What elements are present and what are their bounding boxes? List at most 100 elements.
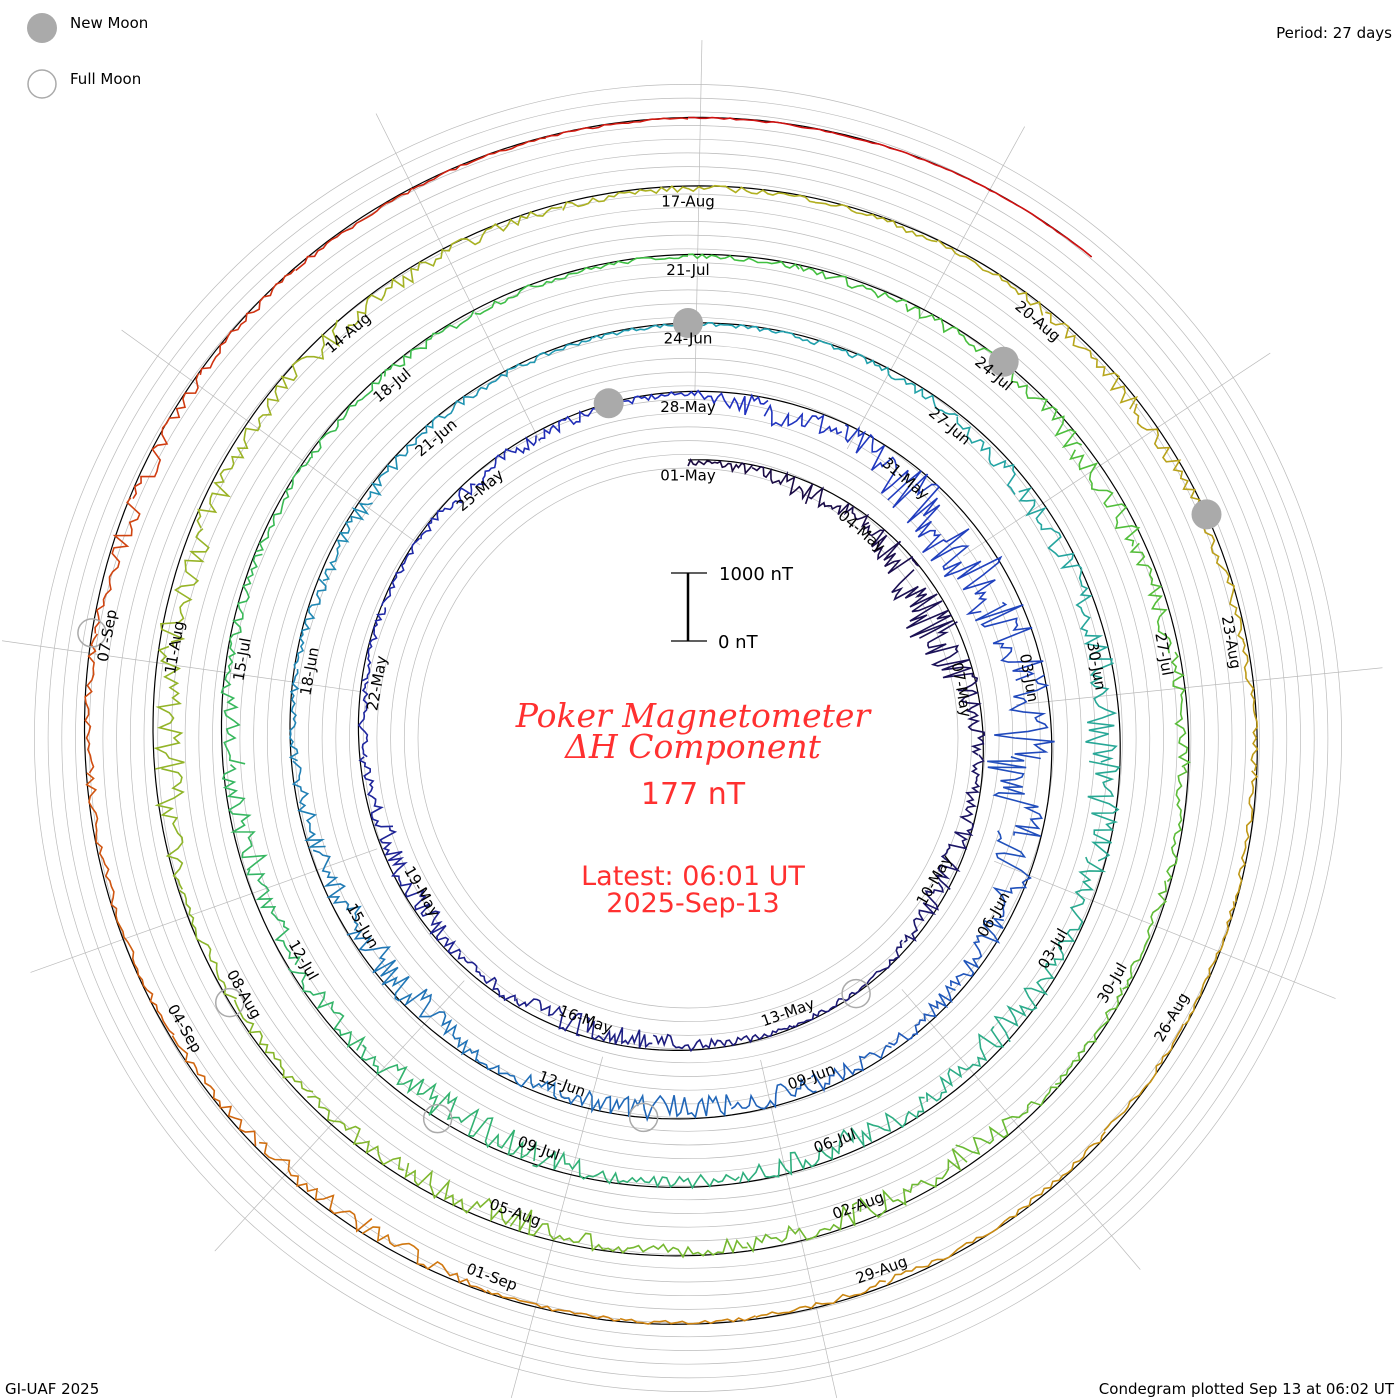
date-label: 29-Aug — [853, 1252, 909, 1287]
data-trace-day — [855, 939, 903, 994]
grid-spoke — [994, 860, 1336, 999]
data-trace-day — [476, 435, 537, 487]
data-trace-day — [903, 881, 944, 943]
title-line1: Poker Magnetometer — [515, 696, 873, 735]
grid-spoke — [901, 989, 1141, 1270]
grid-spoke — [510, 1056, 603, 1399]
date-label: 15-Jul — [229, 636, 254, 682]
grid-spoke — [1016, 667, 1383, 706]
data-trace-day — [259, 1141, 373, 1233]
data-trace-day — [957, 689, 986, 756]
data-trace-day — [1054, 987, 1123, 1086]
data-trace-day — [755, 1280, 886, 1318]
data-trace-day — [312, 849, 362, 931]
data-trace-day — [220, 656, 246, 765]
data-trace-day — [293, 578, 327, 669]
data-trace-day — [751, 465, 814, 505]
data-trace-day — [968, 178, 1093, 258]
data-trace-day — [687, 184, 816, 204]
data-trace-day — [586, 1016, 653, 1049]
full-moon-marker — [422, 1103, 453, 1134]
data-trace-day — [255, 456, 312, 553]
data-trace-day — [307, 1095, 404, 1171]
data-trace-day — [1122, 880, 1167, 990]
grid-ring — [390, 440, 986, 1036]
grid-ring — [47, 97, 1329, 1379]
data-trace-day — [974, 601, 1044, 681]
grid-ring — [321, 371, 1055, 1105]
data-trace-day — [291, 760, 326, 848]
data-trace-day — [592, 322, 689, 340]
data-trace-day — [784, 331, 876, 366]
data-trace-day — [992, 830, 1032, 919]
data-trace-day — [687, 458, 754, 476]
data-trace-day — [987, 756, 1043, 837]
full-moon-marker — [77, 618, 107, 648]
data-trace-day — [730, 1077, 817, 1110]
data-trace-day — [322, 502, 373, 582]
data-trace-day — [831, 131, 970, 180]
data-trace-day — [258, 319, 341, 420]
data-trace-day — [154, 767, 185, 890]
new-moon-marker — [988, 346, 1019, 377]
data-trace-day — [652, 1033, 725, 1053]
data-trace-day — [687, 253, 800, 270]
date-label: 01-May — [660, 467, 716, 485]
grid-ring — [198, 248, 1178, 1228]
data-trace-day — [723, 1024, 794, 1048]
data-trace-day — [515, 998, 583, 1037]
data-trace-day — [739, 1145, 840, 1183]
data-trace-day — [361, 1226, 487, 1293]
data-trace-day — [862, 524, 920, 575]
date-label: 24-Jun — [664, 330, 713, 348]
data-trace-day — [199, 268, 296, 376]
data-trace-day — [287, 968, 366, 1051]
grid-spoke — [846, 126, 1025, 450]
data-trace-day — [937, 239, 1044, 316]
grid-spokes — [1, 40, 1383, 1399]
data-trace-day — [763, 403, 843, 435]
grid-ring — [75, 125, 1301, 1351]
data-trace-day — [859, 1148, 968, 1219]
data-trace-day — [532, 1150, 637, 1185]
date-label: 06-Jun — [974, 889, 1014, 940]
data-trace-day — [905, 303, 1001, 368]
data-trace-day — [357, 680, 369, 758]
new-moon-marker — [593, 388, 624, 419]
data-trace-day — [1198, 516, 1245, 641]
date-label: 25-May — [453, 465, 507, 515]
data-trace-day — [1069, 449, 1141, 547]
data-trace-day — [799, 265, 908, 303]
data-trace-day — [362, 607, 387, 682]
grid-ring — [171, 221, 1205, 1255]
data-trace-day — [628, 1237, 748, 1259]
date-label: 12-Jul — [285, 937, 322, 984]
data-trace-day — [687, 389, 769, 416]
data-trace-day — [887, 469, 969, 554]
data-trace-day — [956, 416, 1017, 495]
date-label: 03-Jul — [1034, 925, 1071, 972]
date-label: 27-Jul — [1151, 631, 1176, 677]
data-trace-day — [346, 929, 413, 1005]
grid-ring — [116, 166, 1260, 1310]
footer-timestamp: Condegram plotted Sep 13 at 06:02 UT — [1098, 1380, 1394, 1398]
latest-date: 2025-Sep-13 — [606, 888, 779, 919]
data-trace-day — [930, 528, 1003, 616]
grid-ring — [403, 453, 973, 1023]
data-trace-day — [443, 206, 563, 252]
grid-spoke — [121, 329, 421, 546]
data-trace-day — [1103, 1023, 1185, 1132]
date-label: 09-Jun — [785, 1060, 837, 1094]
legend-full-moon: Full Moon — [70, 70, 141, 88]
data-trace-day — [171, 1035, 257, 1147]
data-trace-day — [94, 497, 141, 634]
data-trace-day — [935, 822, 974, 890]
date-label: 18-Jul — [370, 364, 415, 406]
data-trace-day — [949, 917, 1004, 987]
date-label: 30-Jul — [1094, 960, 1131, 1007]
data-trace-day — [875, 364, 959, 417]
data-trace-day — [367, 425, 428, 501]
data-trace-day — [687, 322, 785, 334]
data-trace-day — [886, 1219, 1006, 1286]
grid-ring — [253, 303, 1123, 1173]
